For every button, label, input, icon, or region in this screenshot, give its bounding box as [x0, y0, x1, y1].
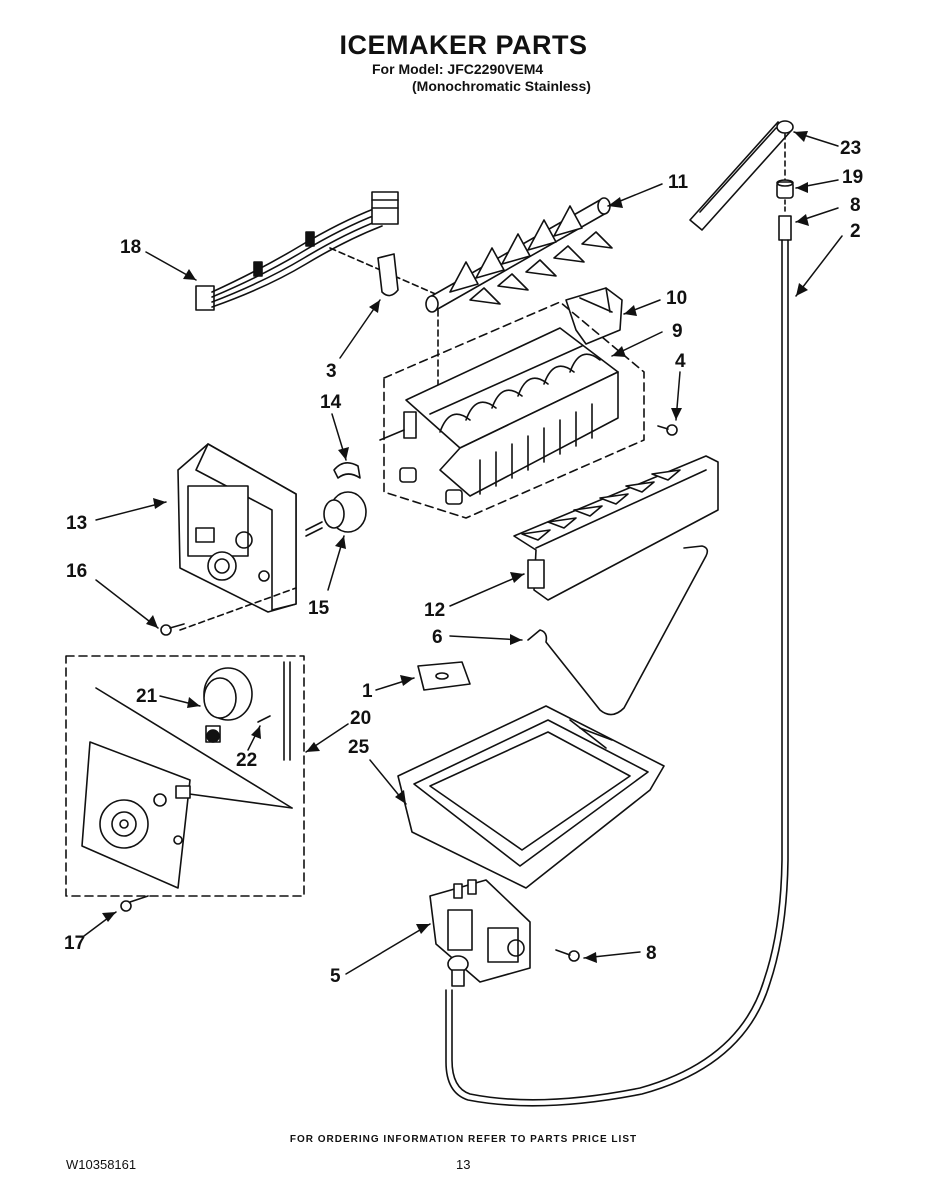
ice-tray-part-25 — [397, 705, 665, 889]
model-number: For Model: JFC2290VEM4 — [372, 61, 544, 77]
callout-8-top: 8 — [850, 195, 861, 216]
shutoff-arm-part-6 — [527, 545, 709, 716]
callout-11: 11 — [668, 172, 689, 193]
motor-assembly-box-part-20 — [65, 655, 305, 897]
callout-25: 25 — [348, 737, 370, 758]
ejector-part-11 — [425, 197, 613, 313]
callout-15: 15 — [308, 598, 330, 619]
callout-22: 22 — [236, 750, 258, 771]
page-title: ICEMAKER PARTS — [339, 30, 588, 60]
clip-part-3 — [377, 253, 399, 297]
callout-23: 23 — [840, 138, 862, 159]
clip-part-14 — [333, 462, 361, 479]
callout-10: 10 — [666, 288, 688, 309]
page-number: 13 — [456, 1157, 471, 1172]
callout-16: 16 — [66, 561, 88, 582]
callout-17: 17 — [64, 933, 86, 954]
screw-part-4 — [657, 424, 678, 436]
stripper-part-12 — [513, 455, 719, 601]
callout-8-bottom: 8 — [646, 943, 657, 964]
ferrule-part-8 — [778, 215, 792, 241]
water-tube-part-2 — [451, 239, 783, 1101]
callout-20: 20 — [350, 708, 372, 729]
fill-tube-part-23 — [689, 120, 794, 231]
screw-part-17 — [120, 895, 149, 912]
callout-6: 6 — [432, 627, 443, 648]
callout-21: 21 — [136, 686, 158, 707]
motor-plate-part-20 — [81, 741, 191, 889]
thermostat-part-15 — [305, 491, 367, 537]
fill-cup-part-19 — [776, 179, 794, 199]
document-id: W10358161 — [66, 1157, 137, 1172]
callout-13: 13 — [66, 513, 88, 534]
callout-14: 14 — [320, 392, 342, 413]
callout-5: 5 — [330, 966, 341, 987]
callout-19: 19 — [842, 167, 864, 188]
callout-3: 3 — [326, 361, 337, 382]
model-variant: (Monochromatic Stainless) — [412, 78, 591, 94]
screw-part-16 — [160, 623, 185, 636]
ordering-note: FOR ORDERING INFORMATION REFER TO PARTS … — [289, 1134, 638, 1145]
water-valve-part-5 — [429, 879, 531, 987]
callout-18: 18 — [120, 237, 142, 258]
callout-12: 12 — [424, 600, 446, 621]
wire-harness-part-18 — [195, 191, 399, 311]
callout-1: 1 — [362, 681, 373, 702]
callout-4: 4 — [675, 351, 686, 372]
motor-part-21 — [203, 661, 291, 761]
screw-part-8 — [555, 949, 580, 962]
callout-9: 9 — [672, 321, 683, 342]
callout-2: 2 — [850, 221, 861, 242]
mold-part-9 — [379, 327, 619, 505]
fill-cup-part-10 — [565, 287, 623, 345]
pad-part-1 — [417, 661, 471, 691]
module-housing-part-13 — [177, 443, 297, 613]
